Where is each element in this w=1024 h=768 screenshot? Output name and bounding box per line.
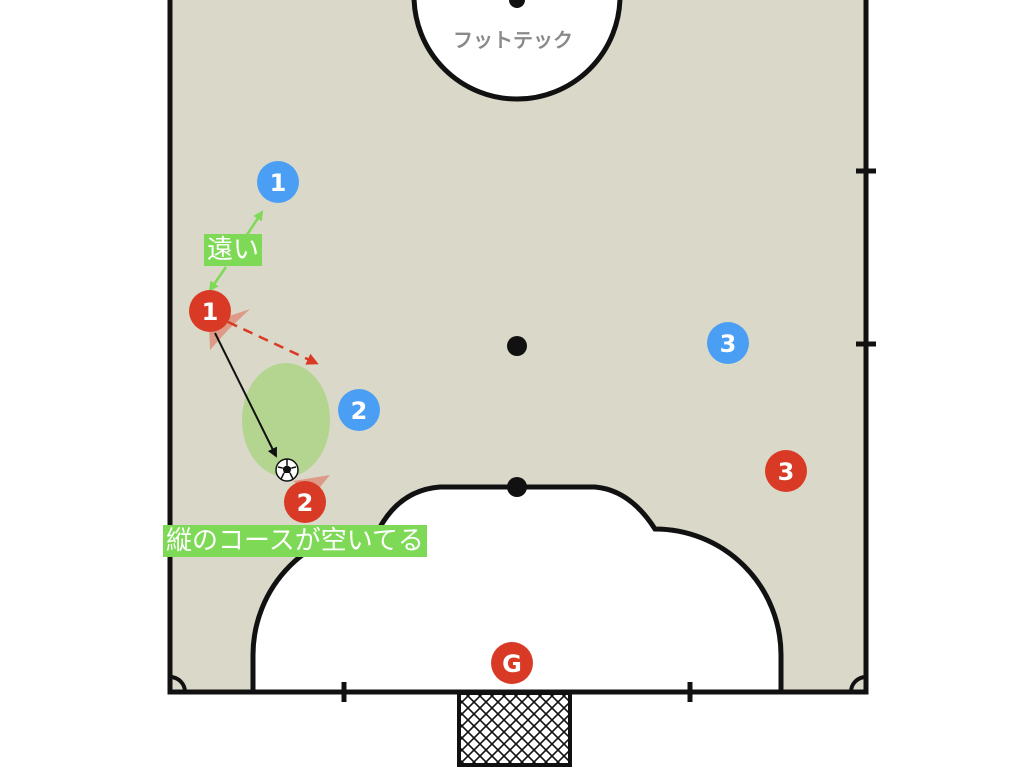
corner-arc [849, 675, 867, 693]
pass-arrow [214, 332, 277, 458]
second-penalty-spot [507, 336, 527, 356]
soccer-ball-icon[interactable] [275, 458, 299, 482]
red-player-1[interactable]: 1 [189, 290, 231, 332]
goal-net [457, 691, 572, 767]
goalkeeper[interactable]: G [491, 642, 533, 684]
player-number: 2 [297, 489, 314, 517]
corner-arc [169, 675, 187, 693]
lane-open-annotation: 縦のコースが空いてる [163, 525, 427, 557]
court-label: フットテック [453, 28, 573, 52]
blue-player-3[interactable]: 3 [707, 322, 749, 364]
player-number: 3 [778, 458, 795, 486]
blue-player-2[interactable]: 2 [338, 389, 380, 431]
red-player-2[interactable]: 2 [284, 481, 326, 523]
center-circle [411, 0, 623, 102]
open-lane-highlight [242, 363, 330, 477]
center-spot [509, 0, 525, 8]
player-number: 1 [270, 169, 287, 197]
player-number: G [502, 650, 522, 678]
player-number: 2 [351, 397, 368, 425]
penalty-spot [507, 477, 527, 497]
player-number: 1 [202, 298, 219, 326]
red-player-3[interactable]: 3 [765, 450, 807, 492]
far-annotation: 遠い [204, 234, 263, 266]
blue-player-1[interactable]: 1 [257, 161, 299, 203]
player-number: 3 [720, 330, 737, 358]
distance-arrow [208, 266, 228, 292]
